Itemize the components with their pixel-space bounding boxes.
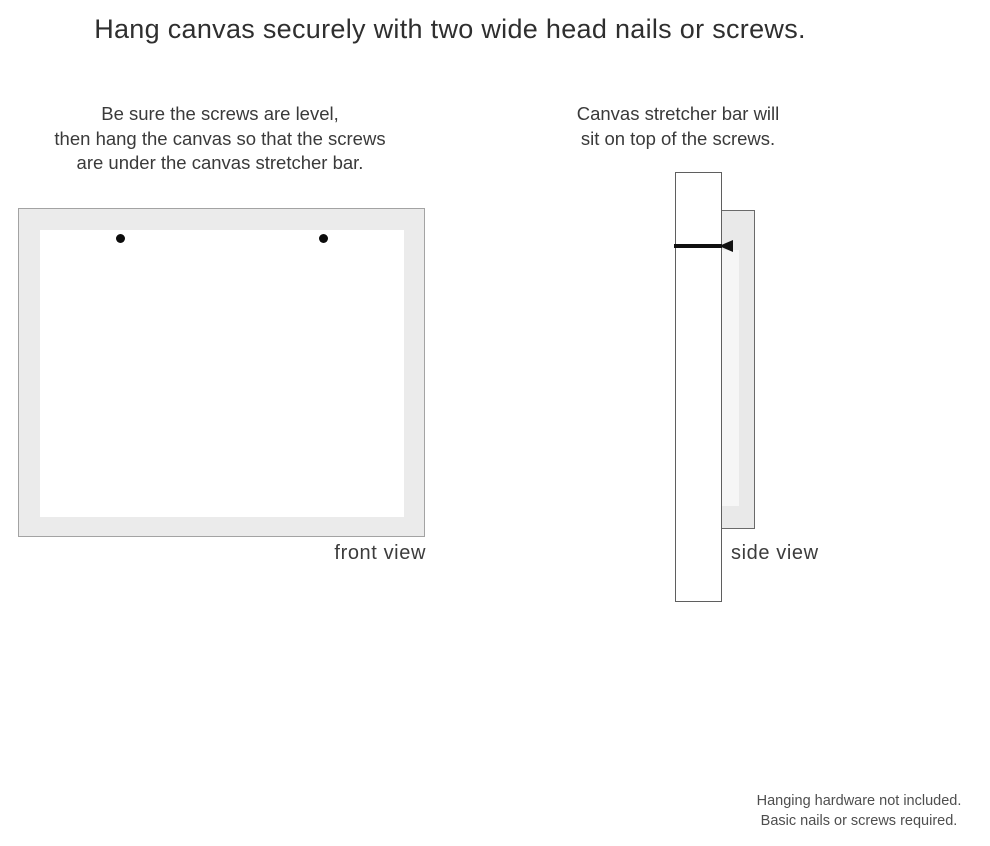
screw-head-dot-right bbox=[319, 234, 328, 243]
front-view-label: front view bbox=[334, 542, 426, 564]
page-title: Hang canvas securely with two wide head … bbox=[94, 14, 806, 44]
hardware-footnote: Hanging hardware not included. Basic nai… bbox=[728, 792, 990, 831]
front-view-canvas-face bbox=[40, 230, 404, 517]
screw-head-dot-left bbox=[116, 234, 125, 243]
instruction-line: Be sure the screws are level, bbox=[101, 103, 339, 124]
side-view-label: side view bbox=[731, 542, 819, 564]
instruction-line: then hang the canvas so that the screws bbox=[54, 127, 386, 149]
nail-shaft-icon bbox=[674, 244, 722, 248]
front-view-canvas-frame bbox=[18, 208, 425, 537]
side-view-canvas-recess bbox=[722, 250, 739, 506]
side-view-canvas-bar bbox=[720, 210, 755, 529]
instruction-line: Canvas stretcher bar will bbox=[576, 103, 780, 124]
footnote-line: Hanging hardware not included. bbox=[756, 793, 962, 809]
footnote-line: Basic nails or screws required. bbox=[760, 812, 958, 829]
nail-head-icon bbox=[719, 240, 733, 252]
instruction-line: are under the canvas stretcher bar. bbox=[76, 152, 364, 173]
side-view-wall bbox=[675, 172, 722, 602]
instruction-line: sit on top of the screws. bbox=[580, 127, 776, 149]
front-view-instructions: Be sure the screws are level, then hang … bbox=[15, 102, 425, 176]
side-view-instructions: Canvas stretcher bar will sit on top of … bbox=[543, 102, 813, 151]
